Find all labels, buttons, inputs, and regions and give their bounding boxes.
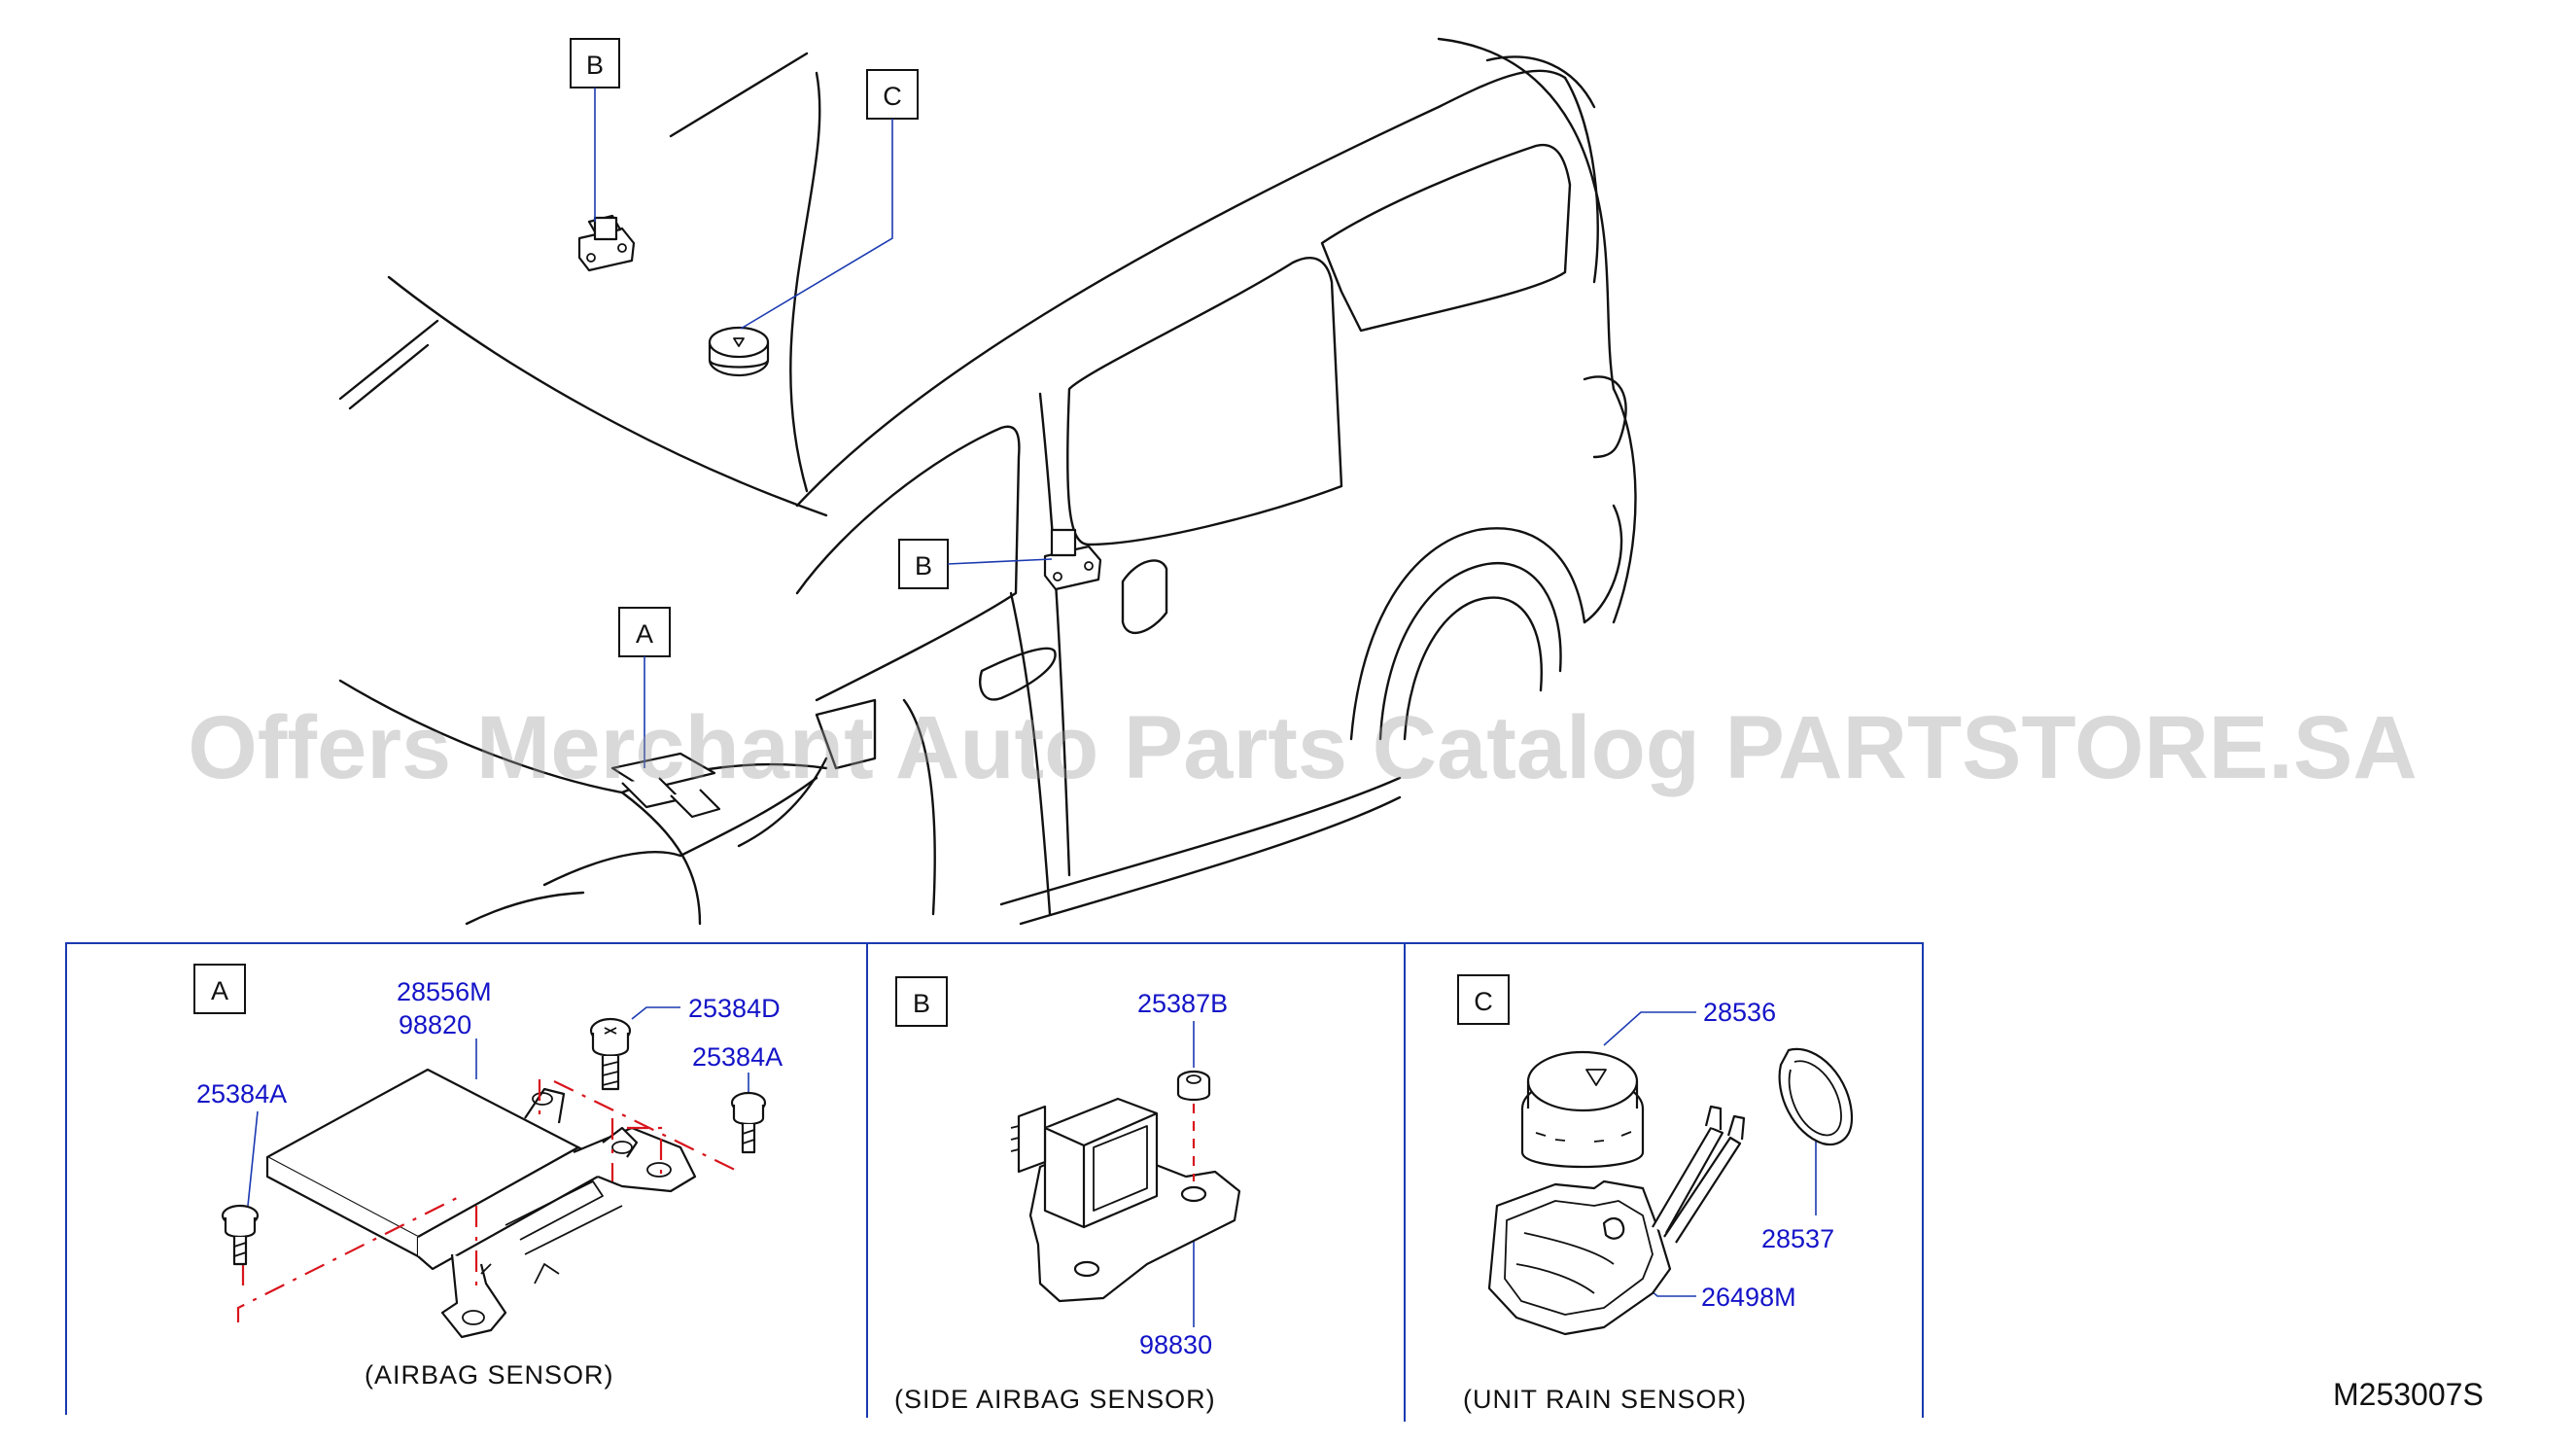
svg-text:B: B xyxy=(586,51,604,80)
part-number: 98820 xyxy=(399,1010,471,1039)
airbag-sensor-floor xyxy=(610,752,721,819)
panel-caption: (AIRBAG SENSOR) xyxy=(365,1360,614,1390)
panel-b: B 25387B 98830 (SIDE AIRBAG SENSOR) xyxy=(894,976,1241,1414)
part-number: 28537 xyxy=(1761,1224,1834,1253)
svg-text:C: C xyxy=(1474,987,1493,1016)
bolt xyxy=(589,1017,632,1091)
part-number: 98830 xyxy=(1139,1330,1212,1359)
bolt xyxy=(730,1091,767,1154)
part-number: 28536 xyxy=(1703,998,1776,1027)
detail-panels-frame xyxy=(65,942,1924,1422)
svg-text:B: B xyxy=(913,989,930,1018)
part-number: 25387B xyxy=(1137,989,1228,1018)
panel-caption: (SIDE AIRBAG SENSOR) xyxy=(894,1385,1216,1414)
retaining-ring xyxy=(1778,1047,1854,1146)
panel-caption: (UNIT RAIN SENSOR) xyxy=(1463,1385,1747,1414)
side-airbag-sensor xyxy=(1010,1097,1241,1303)
side-airbag-sensor-roof xyxy=(577,214,636,272)
airbag-control-unit xyxy=(265,1068,697,1339)
panel-c: C 28536 28537 26498M xyxy=(1457,974,1854,1414)
rain-sensor-windshield xyxy=(708,326,770,377)
part-number: 28556M xyxy=(397,977,492,1006)
rain-sensor-unit xyxy=(1520,1050,1645,1169)
watermark: Offers Merchant Auto Parts Catalog PARTS… xyxy=(188,698,2418,797)
part-number: 25384A xyxy=(692,1042,783,1072)
nut xyxy=(1176,1070,1211,1102)
panel-a: A 28556M 98820 25384D 25384A 25384A xyxy=(193,964,783,1390)
callout-b-door: B xyxy=(898,539,1053,589)
diagram-code: M253007S xyxy=(2333,1377,2484,1412)
part-number: 26498M xyxy=(1701,1283,1796,1312)
part-number: 25384A xyxy=(196,1079,287,1109)
sensor-bracket-harness xyxy=(1487,1105,1746,1336)
bolt xyxy=(221,1204,260,1266)
part-number: 25384D xyxy=(688,994,781,1023)
svg-text:C: C xyxy=(883,82,902,111)
svg-text:B: B xyxy=(915,551,932,581)
svg-text:A: A xyxy=(636,619,653,649)
callout-c-top: C xyxy=(740,69,919,330)
callout-b-top: B xyxy=(570,38,620,222)
callout-a-top: A xyxy=(618,607,671,768)
side-airbag-sensor-door xyxy=(1043,528,1102,591)
svg-text:A: A xyxy=(211,976,228,1005)
